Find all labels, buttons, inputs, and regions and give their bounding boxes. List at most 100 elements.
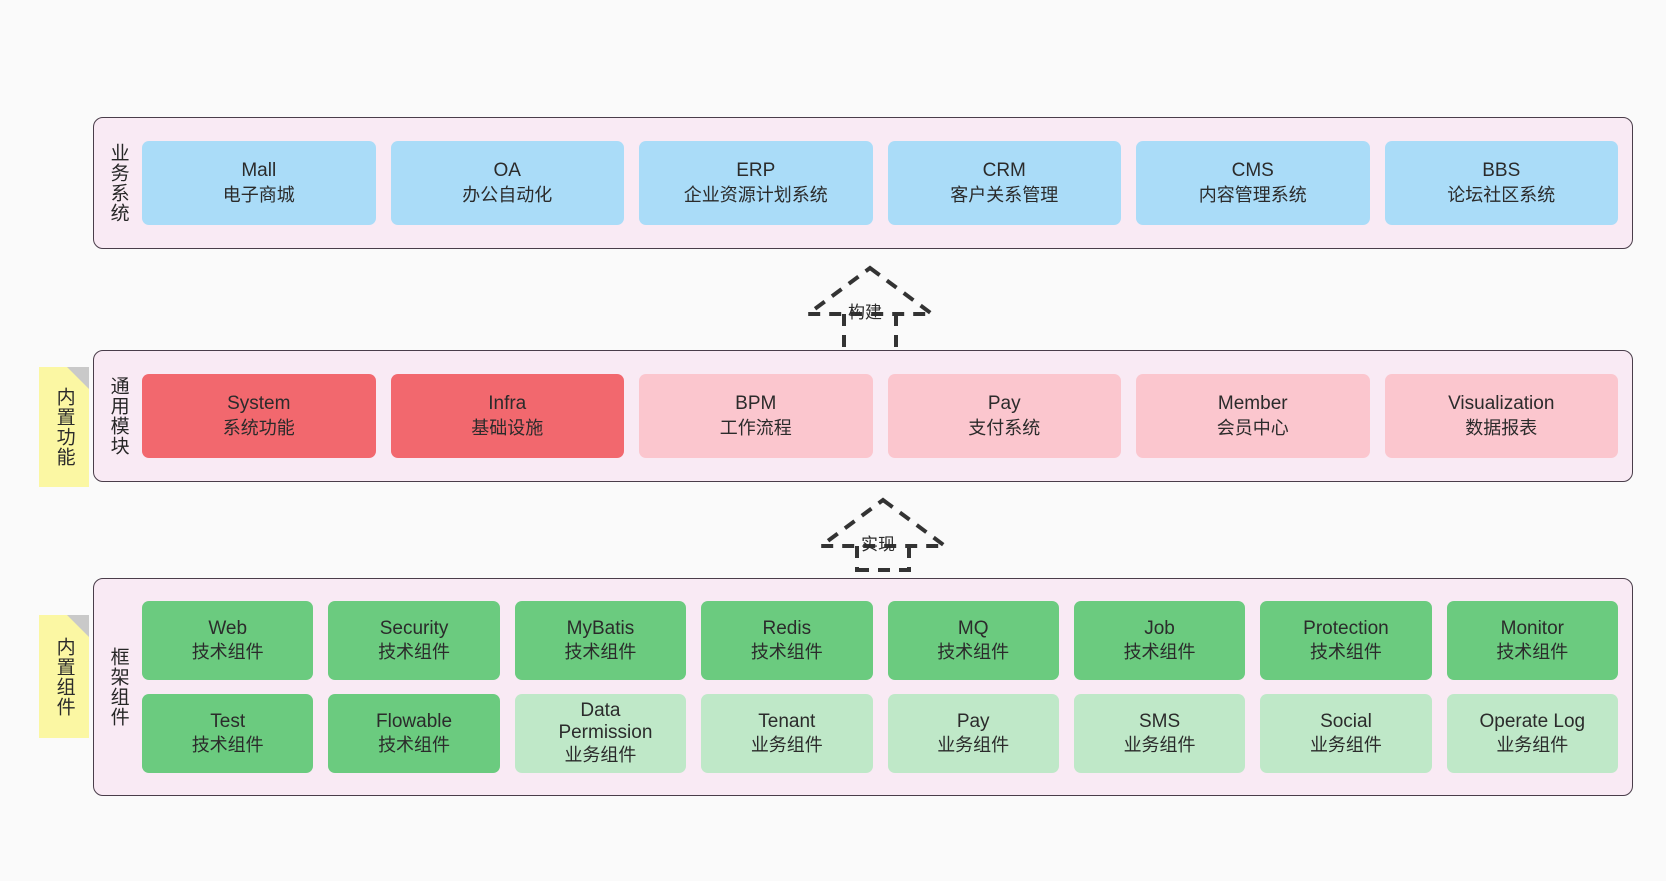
note-builtin-function: 内置功能 — [39, 367, 89, 487]
layer-framework-component: 框架组件 Web 技术组件 Security 技术组件 MyBatis 技术组件… — [93, 578, 1633, 796]
box-social-title: Social — [1320, 710, 1372, 732]
box-oa-desc: 办公自动化 — [462, 184, 553, 205]
box-pay-common-title: Pay — [987, 393, 1021, 415]
note-builtin-function-label: 内置功能 — [53, 387, 75, 467]
box-protection[interactable]: Protection 技术组件 — [1260, 601, 1432, 680]
box-system-desc: 系统功能 — [222, 417, 295, 438]
box-redis-title: Redis — [762, 617, 812, 639]
box-sms-desc: 业务组件 — [1123, 735, 1196, 756]
box-mq[interactable]: MQ 技术组件 — [887, 601, 1059, 680]
box-pay-common[interactable]: Pay 支付系统 — [887, 374, 1121, 458]
box-sms[interactable]: SMS 业务组件 — [1073, 694, 1246, 773]
box-infra-title: Infra — [488, 393, 527, 415]
box-protection-desc: 技术组件 — [1309, 642, 1382, 663]
box-bpm-title: BPM — [735, 393, 777, 415]
business-row: Mall 电子商城 OA 办公自动化 ERP 企业资源计划系统 CRM 客户关系… — [142, 141, 1618, 225]
box-redis[interactable]: Redis 技术组件 — [701, 601, 873, 680]
box-web-title: Web — [208, 617, 248, 639]
box-test[interactable]: Test 技术组件 — [142, 694, 314, 773]
box-tenant[interactable]: Tenant 业务组件 — [701, 694, 873, 773]
note-fold-icon — [67, 615, 89, 637]
box-pay-component-desc: 业务组件 — [937, 735, 1010, 756]
box-mall-desc: 电子商城 — [222, 184, 295, 205]
box-bbs[interactable]: BBS 论坛社区系统 — [1384, 141, 1618, 225]
box-mall[interactable]: Mall 电子商城 — [142, 141, 376, 225]
framework-row-1: Web 技术组件 Security 技术组件 MyBatis 技术组件 Redi… — [142, 601, 1618, 680]
box-tenant-desc: 业务组件 — [750, 735, 823, 756]
box-member[interactable]: Member 会员中心 — [1136, 374, 1370, 458]
box-social-desc: 业务组件 — [1309, 735, 1382, 756]
box-infra-desc: 基础设施 — [471, 417, 544, 438]
box-test-desc: 技术组件 — [191, 735, 264, 756]
box-mq-title: MQ — [957, 617, 989, 639]
box-monitor-desc: 技术组件 — [1496, 642, 1569, 663]
box-flowable[interactable]: Flowable 技术组件 — [328, 694, 500, 773]
box-security[interactable]: Security 技术组件 — [328, 601, 500, 680]
note-fold-icon — [67, 367, 89, 389]
box-crm-title: CRM — [982, 160, 1026, 182]
connector-build-label: 构建 — [848, 303, 882, 322]
box-pay-common-desc: 支付系统 — [968, 417, 1041, 438]
box-flowable-desc: 技术组件 — [378, 735, 451, 756]
common-row: System 系统功能 Infra 基础设施 BPM 工作流程 Pay 支付系统… — [142, 374, 1618, 458]
connector-implement-label: 实现 — [861, 535, 895, 554]
note-builtin-component-label: 内置组件 — [53, 636, 75, 717]
box-security-title: Security — [379, 617, 449, 639]
box-operate-log-title: Operate Log — [1479, 710, 1586, 732]
box-operate-log-desc: 业务组件 — [1496, 735, 1569, 756]
box-mybatis[interactable]: MyBatis 技术组件 — [514, 601, 687, 680]
box-job-title: Job — [1144, 617, 1175, 639]
box-flowable-title: Flowable — [376, 710, 453, 732]
layer-framework-label: 框架组件 — [107, 647, 129, 727]
box-crm-desc: 客户关系管理 — [950, 184, 1059, 205]
box-mybatis-title: MyBatis — [566, 617, 635, 639]
box-operate-log[interactable]: Operate Log 业务组件 — [1446, 694, 1618, 773]
box-monitor[interactable]: Monitor 技术组件 — [1446, 601, 1618, 680]
box-pay-component-title: Pay — [956, 710, 990, 732]
box-system-title: System — [227, 393, 291, 415]
box-job[interactable]: Job 技术组件 — [1073, 601, 1246, 680]
box-visualization[interactable]: Visualization 数据报表 — [1384, 374, 1618, 458]
box-bpm[interactable]: BPM 工作流程 — [639, 374, 873, 458]
box-pay-component[interactable]: Pay 业务组件 — [887, 694, 1059, 773]
box-crm[interactable]: CRM 客户关系管理 — [887, 141, 1121, 225]
box-data-permission-desc: 业务组件 — [564, 745, 637, 766]
box-mall-title: Mall — [241, 160, 277, 182]
box-infra[interactable]: Infra 基础设施 — [390, 374, 624, 458]
box-web[interactable]: Web 技术组件 — [142, 601, 314, 680]
layer-framework-body: Web 技术组件 Security 技术组件 MyBatis 技术组件 Redi… — [142, 579, 1632, 795]
box-job-desc: 技术组件 — [1123, 642, 1196, 663]
box-sms-title: SMS — [1138, 710, 1181, 732]
box-visualization-title: Visualization — [1448, 393, 1555, 415]
box-oa-title: OA — [493, 160, 521, 182]
box-bpm-desc: 工作流程 — [719, 417, 792, 438]
box-oa[interactable]: OA 办公自动化 — [390, 141, 624, 225]
box-monitor-title: Monitor — [1500, 617, 1564, 639]
layer-business-system: 业务系统 Mall 电子商城 OA 办公自动化 ERP 企业资源计划系统 CRM… — [93, 117, 1633, 249]
box-data-permission[interactable]: Data Permission 业务组件 — [514, 694, 687, 773]
box-member-desc: 会员中心 — [1216, 417, 1289, 438]
box-protection-title: Protection — [1303, 617, 1389, 639]
box-erp[interactable]: ERP 企业资源计划系统 — [639, 141, 873, 225]
layer-common-label: 通用模块 — [107, 376, 129, 456]
layer-business-body: Mall 电子商城 OA 办公自动化 ERP 企业资源计划系统 CRM 客户关系… — [142, 118, 1632, 248]
framework-row-2: Test 技术组件 Flowable 技术组件 Data Permission … — [142, 694, 1618, 773]
box-bbs-title: BBS — [1482, 160, 1521, 182]
box-social[interactable]: Social 业务组件 — [1260, 694, 1432, 773]
box-mybatis-desc: 技术组件 — [564, 642, 637, 663]
box-redis-desc: 技术组件 — [750, 642, 823, 663]
box-tenant-title: Tenant — [758, 710, 816, 732]
box-cms[interactable]: CMS 内容管理系统 — [1136, 141, 1370, 225]
box-system[interactable]: System 系统功能 — [142, 374, 376, 458]
box-test-title: Test — [210, 710, 246, 732]
box-data-permission-title: Data Permission — [558, 699, 653, 743]
layer-common-body: System 系统功能 Infra 基础设施 BPM 工作流程 Pay 支付系统… — [142, 351, 1632, 481]
note-builtin-component: 内置组件 — [39, 615, 89, 738]
box-security-desc: 技术组件 — [378, 642, 451, 663]
connector-implement: 实现 — [813, 494, 953, 572]
box-cms-desc: 内容管理系统 — [1198, 184, 1307, 205]
box-web-desc: 技术组件 — [191, 642, 264, 663]
box-cms-title: CMS — [1231, 160, 1274, 182]
connector-build: 构建 — [800, 262, 940, 362]
